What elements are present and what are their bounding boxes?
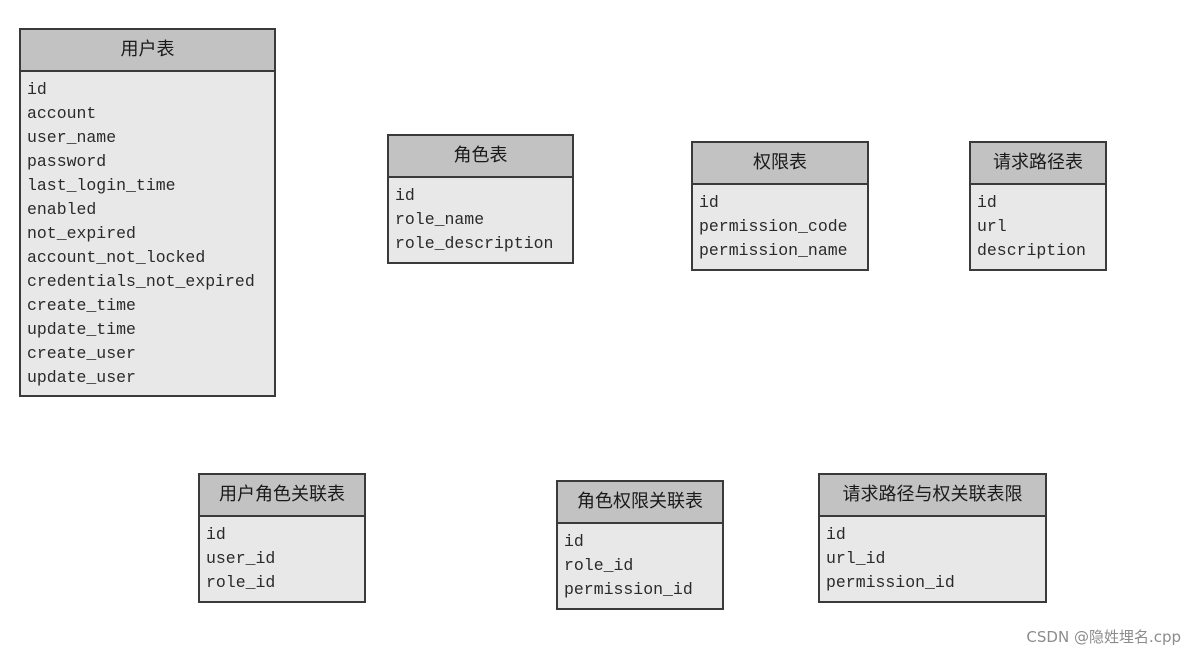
field-list: id permission_code permission_name	[693, 185, 867, 263]
field: account_not_locked	[27, 248, 206, 267]
entity-title: 请求路径表	[971, 143, 1105, 185]
field: last_login_time	[27, 176, 176, 195]
field: user_name	[27, 128, 117, 147]
field: id	[826, 525, 846, 544]
entity-request-path-table: 请求路径表 id url description	[969, 141, 1107, 271]
field-list: id role_id permission_id	[558, 524, 722, 602]
field: role_description	[395, 234, 554, 253]
field: role_id	[564, 556, 634, 575]
field: permission_id	[564, 580, 693, 599]
field: id	[206, 525, 226, 544]
field-list: id role_name role_description	[389, 178, 572, 256]
entity-title: 角色权限关联表	[558, 482, 722, 524]
field: update_user	[27, 368, 136, 387]
entity-role-table: 角色表 id role_name role_description	[387, 134, 574, 264]
field: permission_name	[699, 241, 848, 260]
field-list: id account user_name password last_login…	[21, 72, 274, 390]
field: credentials_not_expired	[27, 272, 255, 291]
entity-title: 请求路径与权关联表限	[820, 475, 1045, 517]
entity-user-role-relation-table: 用户角色关联表 id user_id role_id	[198, 473, 366, 603]
entity-role-permission-relation-table: 角色权限关联表 id role_id permission_id	[556, 480, 724, 610]
field: user_id	[206, 549, 276, 568]
field: permission_code	[699, 217, 848, 236]
field: not_expired	[27, 224, 136, 243]
entity-title: 权限表	[693, 143, 867, 185]
field: enabled	[27, 200, 97, 219]
entity-path-permission-relation-table: 请求路径与权关联表限 id url_id permission_id	[818, 473, 1047, 603]
field-list: id user_id role_id	[200, 517, 364, 595]
field: update_time	[27, 320, 136, 339]
field: id	[27, 80, 47, 99]
watermark: CSDN @隐姓埋名.cpp	[1026, 628, 1181, 646]
entity-user-table: 用户表 id account user_name password last_l…	[19, 28, 276, 397]
field: url	[977, 217, 1007, 236]
field: password	[27, 152, 107, 171]
field: create_time	[27, 296, 136, 315]
field: description	[977, 241, 1086, 260]
field-list: id url description	[971, 185, 1105, 263]
field: permission_id	[826, 573, 955, 592]
field: id	[977, 193, 997, 212]
entity-title: 用户角色关联表	[200, 475, 364, 517]
field: account	[27, 104, 97, 123]
field: id	[395, 186, 415, 205]
field: id	[699, 193, 719, 212]
field: role_name	[395, 210, 485, 229]
field: url_id	[826, 549, 886, 568]
entity-permission-table: 权限表 id permission_code permission_name	[691, 141, 869, 271]
entity-title: 用户表	[21, 30, 274, 72]
field: create_user	[27, 344, 136, 363]
entity-title: 角色表	[389, 136, 572, 178]
field: role_id	[206, 573, 276, 592]
field-list: id url_id permission_id	[820, 517, 1045, 595]
field: id	[564, 532, 584, 551]
